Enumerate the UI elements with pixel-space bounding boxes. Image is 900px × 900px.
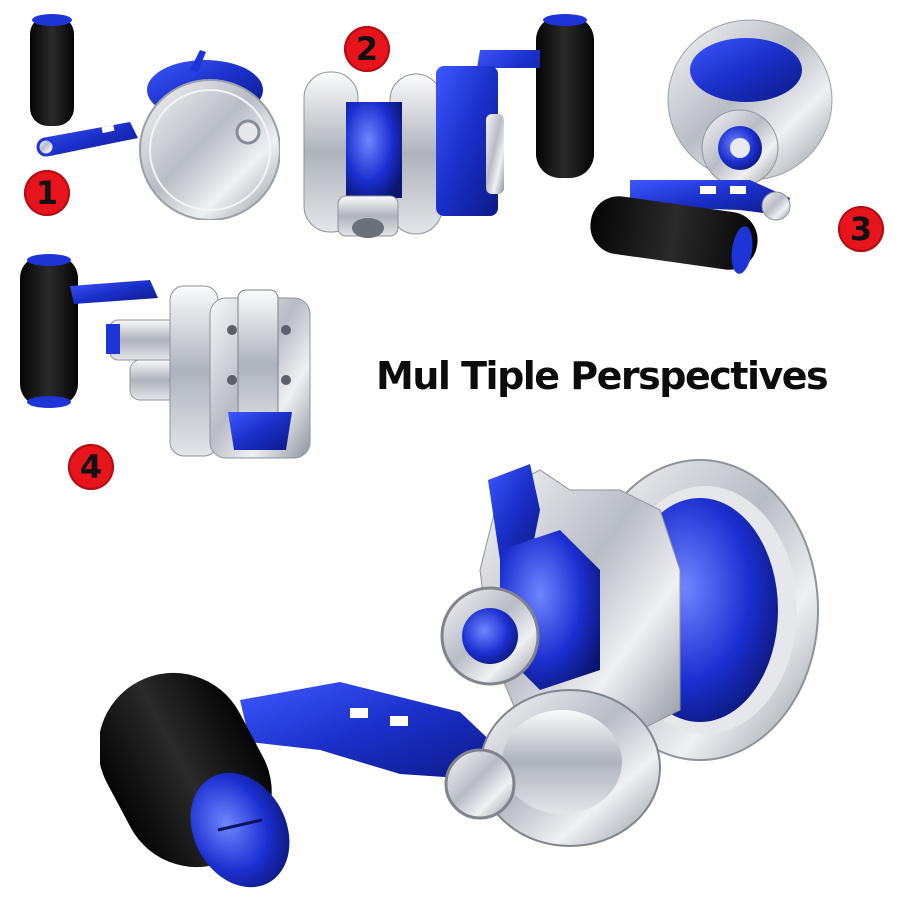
view-number-badge: 1 <box>24 170 70 216</box>
reel-hero-view <box>100 450 830 890</box>
reel-view-1: 1 <box>20 10 280 220</box>
reel-hero-image <box>100 459 819 888</box>
reel-view-2: 2 <box>290 10 610 240</box>
view-number-badge: 2 <box>344 26 390 72</box>
reel-front-view-image <box>303 14 594 238</box>
reel-view-3: 3 <box>590 10 890 290</box>
reel-rear-view-image <box>590 19 833 274</box>
reel-side-view-image <box>30 14 280 220</box>
view-number-badge: 3 <box>838 206 884 252</box>
reel-view-4: 4 <box>10 250 340 500</box>
headline-text: Mul Tiple Perspectives <box>376 354 829 398</box>
view-number-badge: 4 <box>68 444 114 490</box>
reel-top-view-image <box>20 254 311 459</box>
